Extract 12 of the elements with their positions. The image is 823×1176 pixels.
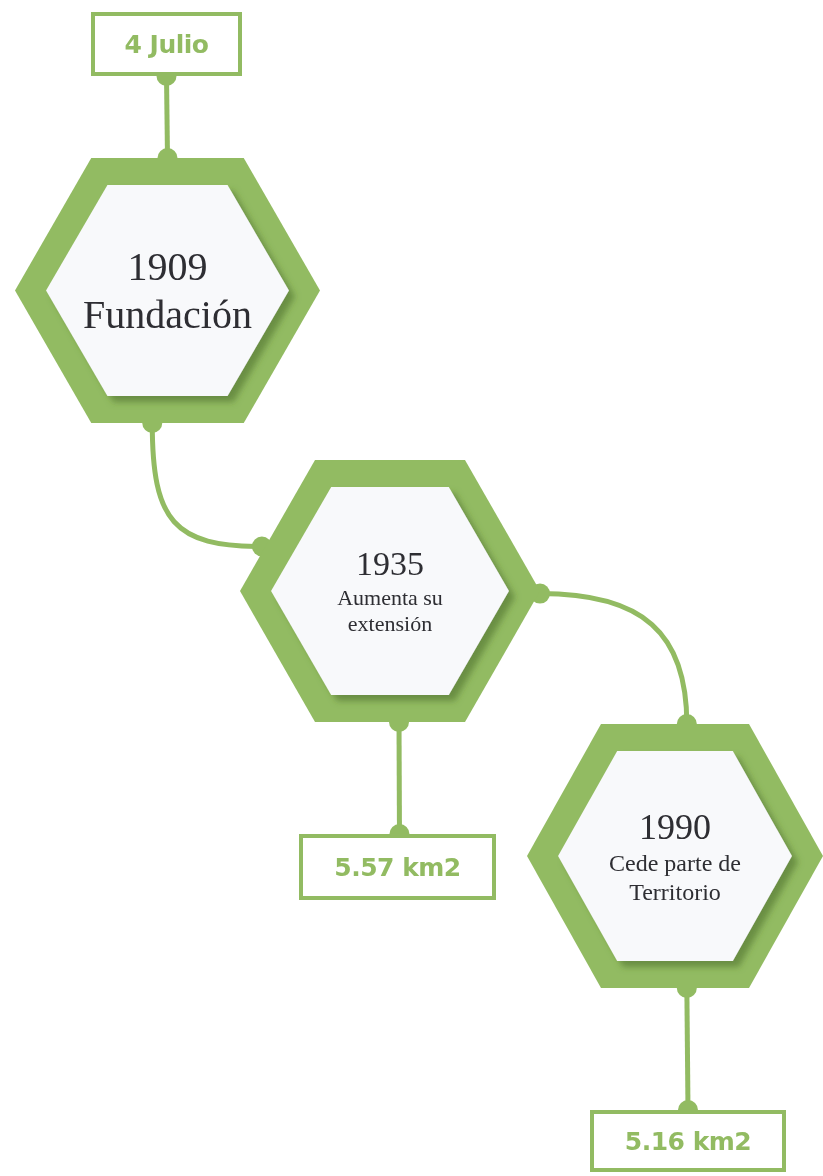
label-text: 4 Julio bbox=[124, 29, 209, 59]
label-box bbox=[91, 12, 242, 76]
year-text: 1909 bbox=[127, 242, 208, 291]
year-text: 1935 bbox=[356, 544, 424, 585]
event-text: Aumenta su extensión bbox=[336, 585, 444, 638]
label-box bbox=[299, 834, 496, 900]
label-text: 5.57 km2 bbox=[334, 852, 461, 882]
year-text: 1990 bbox=[639, 805, 711, 849]
label-box bbox=[590, 1110, 786, 1172]
event-text: Fundación bbox=[83, 290, 252, 339]
label-text: 5.16 km2 bbox=[624, 1126, 752, 1156]
event-text: Cede parte de Territorio bbox=[608, 848, 742, 907]
